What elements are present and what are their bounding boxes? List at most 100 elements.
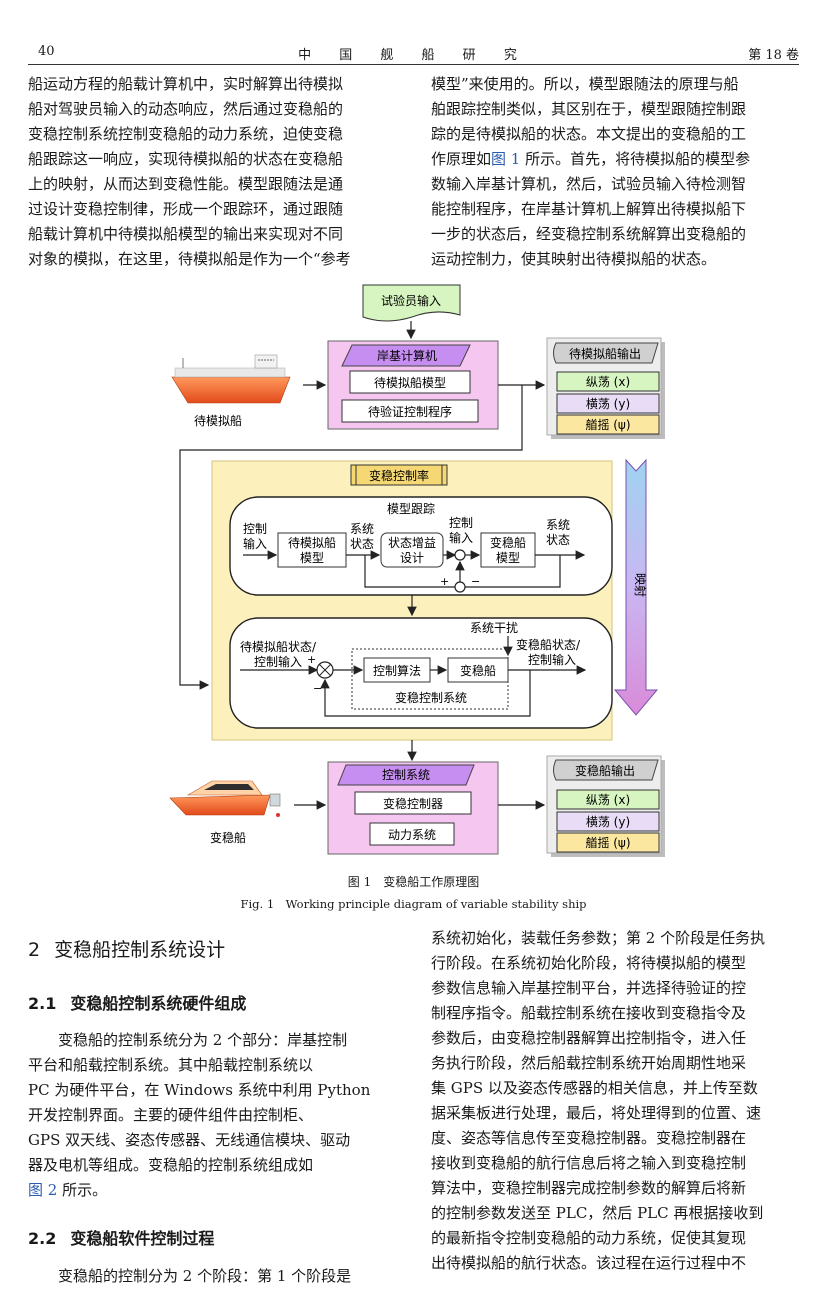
vs-ship-box-label: 变稳船 [460, 663, 496, 678]
section-2-2-heading: 2.2 变稳船软件控制过程 [28, 1225, 214, 1249]
section-title: 变稳船控制系统硬件组成 [70, 994, 247, 1013]
vs-controller-box [354, 791, 472, 815]
vs-ship-label: 变稳船 [210, 830, 246, 845]
control-input-label: 控制 [243, 522, 267, 536]
vs-output-title: 变稳船输出 [575, 763, 635, 778]
text-line: 集 GPS 以及姿态传感器的相关信息，并上传至数 [431, 1079, 758, 1097]
out-state-label: 系统 [546, 518, 570, 532]
vs-output-title-shape [553, 759, 659, 781]
text-line: 上的映射，从而达到变稳性能。模型跟随法是通 [28, 175, 344, 193]
section-title: 变稳船软件控制过程 [70, 1229, 215, 1248]
sim-ship-model-box [349, 370, 471, 394]
section-2-heading: 2 变稳船控制系统设计 [28, 935, 225, 962]
text-line: 开发控制界面。主要的硬件组件由控制柜、 [28, 1106, 314, 1124]
control-law-label: 变稳控制率 [369, 468, 429, 483]
section-number: 2.2 [28, 1229, 57, 1248]
ctrl-algo-box [363, 657, 431, 683]
text-line: PC 为硬件平台，在 Windows 系统中利用 Python [28, 1081, 371, 1099]
input-state-label: 待模拟船状态/ [240, 640, 317, 654]
disturbance-label: 系统干扰 [470, 621, 518, 635]
bottom-right-column: 系统初始化，装载任务参数；第 2 个阶段是任务执 行阶段。在系统初始化阶段，将待… [431, 926, 799, 1276]
shore-computer-parallelogram [341, 344, 471, 367]
text-line: 踪的是待模拟船的状态。本文提出的变稳船的工 [431, 125, 747, 143]
sim-output-title-shape [553, 342, 659, 364]
text-line: 变稳船的控制分为 2 个阶段：第 1 个阶段是 [58, 1267, 352, 1285]
text-line: 的控制参数发送至 PLC，然后 PLC 再根据接收到 [431, 1204, 764, 1222]
connector-line [179, 385, 523, 690]
sway-label: 横荡 (y) [586, 397, 630, 411]
sway-box [556, 393, 660, 414]
surge-label: 纵荡 (x) [586, 375, 630, 389]
top-left-column: 船运动方程的船载计算机中，实时解算出待模拟 船对驾驶员输入的动态响应，然后通过变… [28, 72, 396, 272]
test-program-box [341, 399, 479, 423]
sys-state-label: 状态 [350, 537, 374, 551]
section-2-1-heading: 2.1 变稳船控制系统硬件组成 [28, 990, 246, 1014]
figure-2-link[interactable]: 图 2 [28, 1181, 58, 1199]
text-line: 对象的模拟，在这里，待模拟船是作为一个“参考 [28, 250, 351, 268]
text-line: 平台和船载控制系统。其中船载控制系统以 [28, 1056, 314, 1074]
yaw-box [556, 832, 660, 853]
text-line: 出待模拟船的航行状态。该过程在运行过程中不 [431, 1254, 747, 1272]
text-line: 一步的状态后，经变稳控制系统解算出变稳船的 [431, 225, 747, 243]
figure-1-diagram: 试验员输入 岸基计算机 待模拟船模型 待验证控制程序 待模拟船 待模拟船输出 纵… [169, 284, 665, 857]
minus-sign: − [471, 575, 480, 588]
text-line: 参数后，由变稳控制器解算出控制指令，进入任 [431, 1029, 747, 1047]
figure-caption-cn: 图 1 变稳船工作原理图 [347, 875, 480, 889]
control-law-title-box [350, 464, 448, 486]
model-tracking-label: 模型跟踪 [387, 502, 435, 516]
control-system-label: 控制系统 [382, 768, 430, 782]
control-system-parallelogram [337, 764, 475, 786]
text-line: 作原理如图 1 所示。首先，将待模拟船的模型参 [431, 147, 799, 172]
text-line: 务执行阶段，然后船载控制系统开始周期性地采 [431, 1054, 747, 1072]
text-span: 所示。首先，将待模拟船的模型参 [520, 150, 751, 168]
figure-caption-en: Fig. 1 Working principle diagram of vari… [240, 897, 587, 911]
power-system-label: 动力系统 [388, 828, 436, 842]
text-line: GPS 双天线、姿态传感器、无线通信模块、驱动 [28, 1131, 351, 1149]
figure-1-link[interactable]: 图 1 [491, 150, 521, 168]
vs-model-box [480, 532, 536, 568]
plus-sign: + [307, 653, 316, 666]
text-span: 所示。 [57, 1181, 108, 1199]
gain-design-box [380, 532, 444, 568]
tester-input-label: 试验员输入 [381, 293, 441, 308]
yaw-label: 艏摇 (ψ) [585, 836, 630, 850]
vs-output-state-label: 控制输入 [528, 652, 576, 667]
text-line: 船对驾驶员输入的动态响应，然后通过变稳船的 [28, 100, 344, 118]
ms-model-label: 待模拟船 [288, 536, 336, 550]
text-span: 作原理如 [431, 150, 492, 168]
sys-state-label: 系统 [350, 522, 374, 536]
gain-design-label: 设计 [400, 551, 424, 565]
section-number: 2.1 [28, 994, 57, 1013]
ms-model-box [277, 532, 347, 568]
ctrl-algo-label: 控制算法 [373, 663, 421, 678]
text-line: 图 2 所示。 [28, 1178, 396, 1203]
section-number: 2 [28, 939, 41, 961]
text-line: 变稳船的控制系统分为 2 个部分：岸基控制 [58, 1031, 348, 1049]
vs-model-label: 模型 [496, 551, 520, 565]
text-line: 度、姿态等信息传至变稳控制器。变稳控制器在 [431, 1129, 747, 1147]
text-line: 器及电机等组成。变稳船的控制系统组成如 [28, 1156, 314, 1174]
text-line: 算法中，变稳控制器完成控制参数的解算后将新 [431, 1179, 747, 1197]
power-system-box [369, 822, 455, 846]
section-title: 变稳船控制系统设计 [54, 939, 226, 961]
text-line: 模型”来使用的。所以，模型跟随法的原理与船 [431, 75, 739, 93]
gain-design-label: 状态增益 [388, 536, 436, 550]
sim-ship-model-label: 待模拟船模型 [374, 376, 446, 390]
section-2-2-paragraph: 变稳船的控制分为 2 个阶段：第 1 个阶段是 [28, 1264, 396, 1289]
journal-name: 中 国 舰 船 研 究 [298, 48, 529, 63]
top-right-column: 模型”来使用的。所以，模型跟随法的原理与船 舶跟踪控制类似，其区别在于，模型跟随… [431, 72, 799, 272]
volume-number: 第 18 卷 [748, 48, 799, 63]
sim-output-title: 待模拟船输出 [569, 346, 641, 361]
text-line: 行阶段。在系统初始化阶段，将待模拟船的模型 [431, 954, 747, 972]
connector-line [364, 555, 455, 588]
surge-box [556, 371, 660, 392]
summing-junction [454, 549, 466, 561]
test-program-label: 待验证控制程序 [368, 404, 452, 419]
text-line: 据采集板进行处理，最后，将处理得到的位置、速 [431, 1104, 762, 1122]
vs-ctrl-sys-label: 变稳控制系统 [395, 690, 467, 705]
connector-line [320, 670, 531, 717]
minus-sign: − [313, 682, 322, 695]
variable-stability-ship-image [169, 780, 281, 817]
shore-computer-label: 岸基计算机 [377, 348, 437, 363]
vs-controller-label: 变稳控制器 [383, 796, 443, 811]
